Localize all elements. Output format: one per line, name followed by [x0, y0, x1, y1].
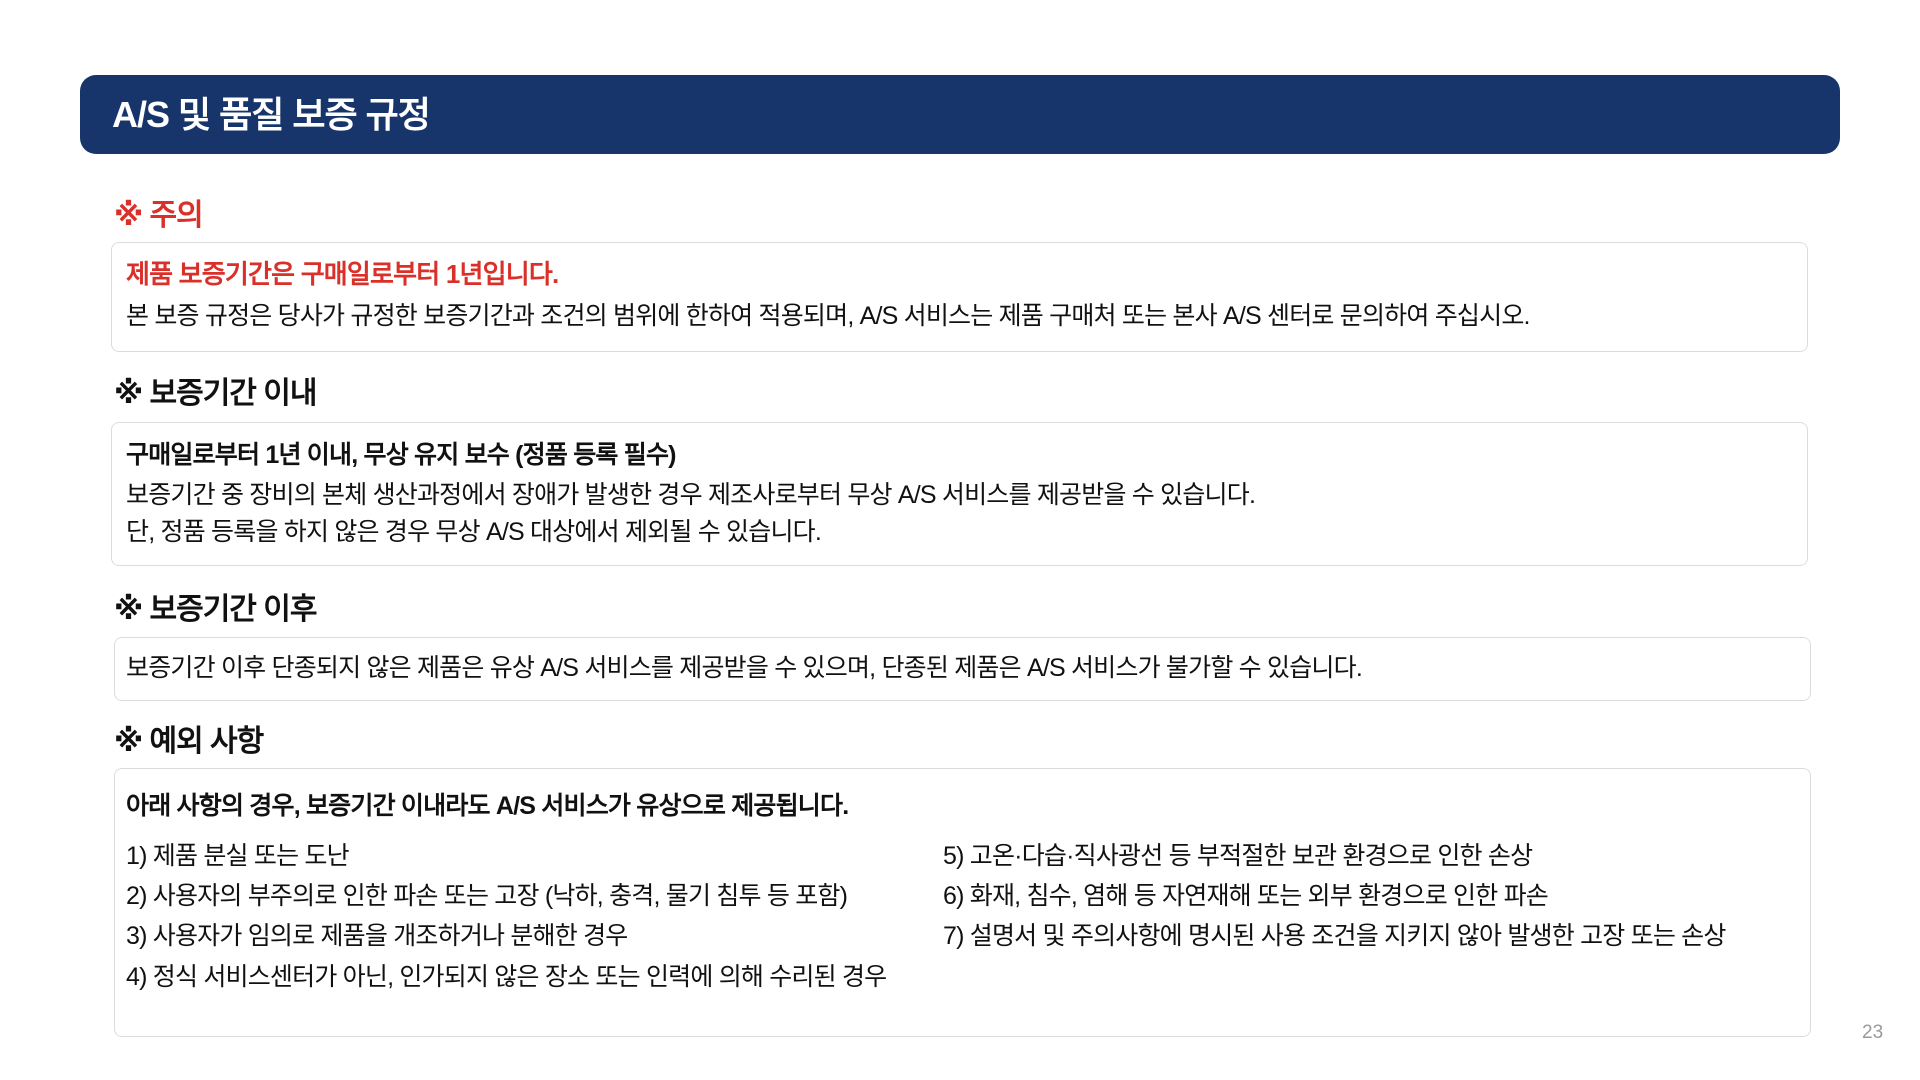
after-warranty-text: 보증기간 이후 단종되지 않은 제품은 유상 A/S 서비스를 제공받을 수 있… [126, 654, 1363, 682]
exception-item: 3) 사용자가 임의로 제품을 개조하거나 분해한 경우 [126, 922, 628, 950]
exception-item: 6) 화재, 침수, 염해 등 자연재해 또는 외부 환경으로 인한 파손 [943, 882, 1549, 910]
within-warranty-box: 구매일로부터 1년 이내, 무상 유지 보수 (정품 등록 필수) 보증기간 중… [111, 422, 1808, 566]
page-number: 23 [1862, 1022, 1884, 1043]
exception-item: 7) 설명서 및 주의사항에 명시된 사용 조건을 지키지 않아 발생한 고장 … [943, 922, 1726, 950]
exception-item: 2) 사용자의 부주의로 인한 파손 또는 고장 (낙하, 충격, 물기 침투 … [126, 882, 848, 910]
after-warranty-heading: ※ 보증기간 이후 [114, 593, 317, 626]
exception-item: 5) 고온·다습·직사광선 등 부적절한 보관 환경으로 인한 손상 [943, 842, 1533, 870]
page-title: A/S 및 품질 보증 규정 [112, 94, 431, 135]
within-warranty-title: 구매일로부터 1년 이내, 무상 유지 보수 (정품 등록 필수) [126, 441, 676, 469]
within-warranty-heading: ※ 보증기간 이내 [114, 377, 317, 410]
exception-item: 1) 제품 분실 또는 도난 [126, 842, 350, 870]
exceptions-box: 아래 사항의 경우, 보증기간 이내라도 A/S 서비스가 유상으로 제공됩니다… [114, 768, 1811, 1037]
within-warranty-line: 보증기간 중 장비의 본체 생산과정에서 장애가 발생한 경우 제조사로부터 무… [126, 481, 1256, 509]
caution-text: 본 보증 규정은 당사가 규정한 보증기간과 조건의 범위에 한하여 적용되며,… [126, 302, 1530, 330]
page-header: A/S 및 품질 보증 규정 [80, 75, 1840, 154]
caution-heading: ※ 주의 [114, 199, 204, 232]
exception-item: 4) 정식 서비스센터가 아닌, 인가되지 않은 장소 또는 인력에 의해 수리… [126, 963, 887, 991]
caution-box: 제품 보증기간은 구매일로부터 1년입니다. 본 보증 규정은 당사가 규정한 … [111, 242, 1808, 352]
exceptions-title: 아래 사항의 경우, 보증기간 이내라도 A/S 서비스가 유상으로 제공됩니다… [126, 792, 849, 820]
exceptions-heading: ※ 예외 사항 [114, 725, 264, 758]
within-warranty-line: 단, 정품 등록을 하지 않은 경우 무상 A/S 대상에서 제외될 수 있습니… [126, 518, 822, 546]
caution-highlight: 제품 보증기간은 구매일로부터 1년입니다. [126, 259, 559, 289]
after-warranty-box: 보증기간 이후 단종되지 않은 제품은 유상 A/S 서비스를 제공받을 수 있… [114, 637, 1811, 701]
